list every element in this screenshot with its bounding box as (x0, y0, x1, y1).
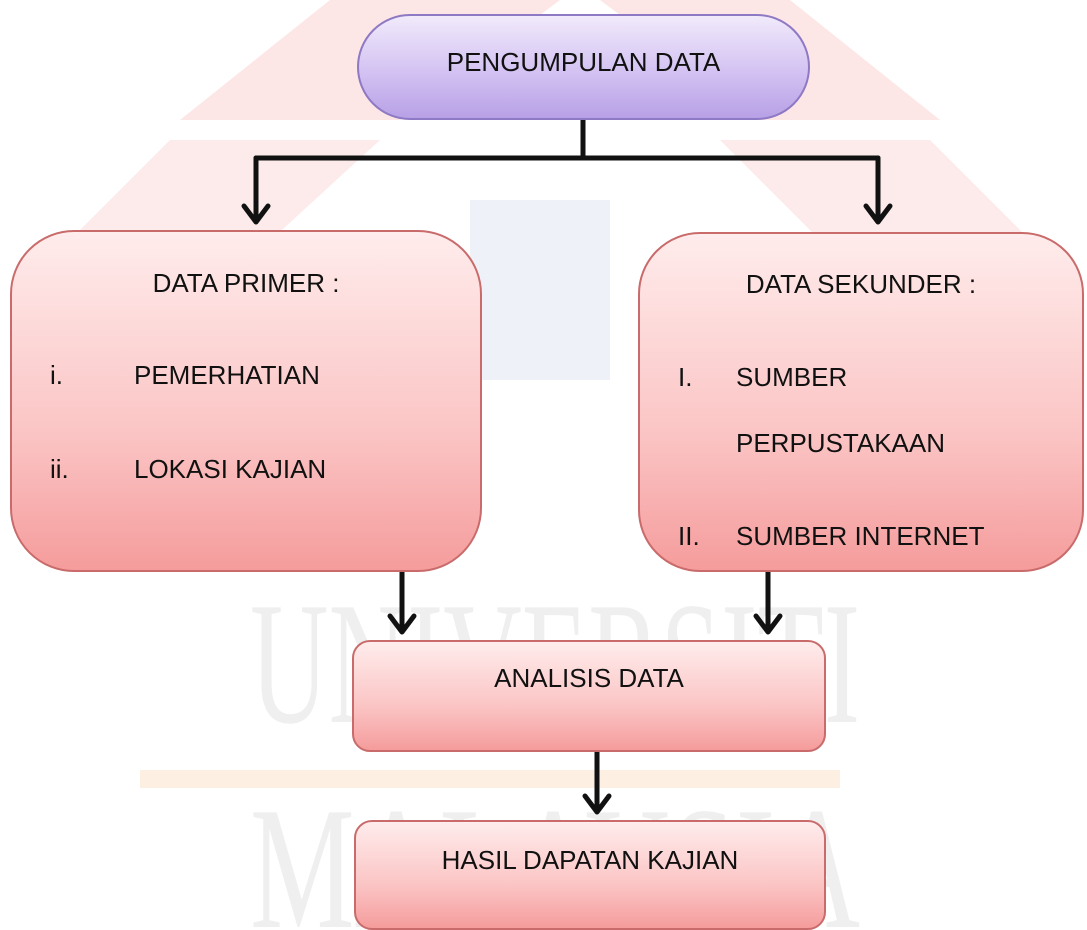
analysis-node: ANALISIS DATA (352, 640, 826, 752)
secondary-item-1-marker: I. (678, 362, 693, 392)
watermark-band (140, 770, 840, 788)
secondary-data-title: DATA SEKUNDER : (745, 269, 977, 299)
primary-data-node: DATA PRIMER : i. PEMERHATIAN ii. LOKASI … (10, 230, 482, 572)
secondary-item-2-text: SUMBER INTERNET (736, 521, 985, 551)
root-node-label: PENGUMPULAN DATA (446, 47, 721, 77)
watermark-pillar (470, 200, 610, 380)
result-node-label: HASIL DAPATAN KAJIAN (441, 845, 739, 875)
primary-item-1-marker: i. (50, 360, 63, 390)
analysis-node-label: ANALISIS DATA (494, 663, 684, 693)
arrowhead-result (582, 793, 612, 815)
arrowhead-primary (241, 203, 271, 225)
result-node: HASIL DAPATAN KAJIAN (354, 820, 826, 930)
secondary-data-node: DATA SEKUNDER : I. SUMBER PERPUSTAKAAN I… (638, 232, 1084, 572)
arrowhead-analysis-left (387, 613, 417, 635)
primary-item-1-text: PEMERHATIAN (134, 360, 320, 390)
root-node: PENGUMPULAN DATA (357, 14, 810, 120)
watermark-chevron-left-lower (60, 140, 380, 250)
primary-item-2-marker: ii. (50, 454, 69, 484)
secondary-item-2-marker: II. (678, 521, 700, 551)
arrowhead-analysis-right (753, 613, 783, 635)
secondary-item-1-text-line2: PERPUSTAKAAN (736, 428, 946, 458)
primary-item-2-text: LOKASI KAJIAN (134, 454, 327, 484)
arrowhead-secondary (863, 203, 893, 225)
primary-data-title: DATA PRIMER : (152, 268, 340, 298)
secondary-item-1-text: SUMBER (736, 362, 848, 392)
